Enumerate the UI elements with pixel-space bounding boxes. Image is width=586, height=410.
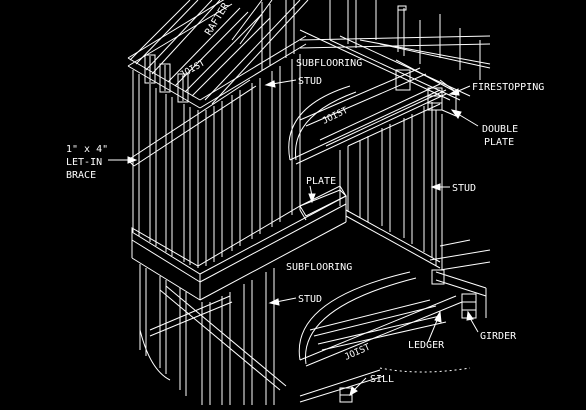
brace-label-line3: BRACE [66, 170, 96, 181]
brace-label-line2: LET-IN [66, 157, 102, 168]
brace-label-line1: 1" x 4" [66, 144, 108, 155]
stud-top-label: STUD [298, 76, 322, 87]
lower-left-wall-studs [139, 264, 287, 405]
plate [299, 185, 347, 221]
stud-mid-label: STUD [298, 294, 322, 305]
subflooring-mid-label: SUBFLOORING [286, 262, 352, 273]
double-plate-label-line2: PLATE [484, 137, 514, 148]
upper-left-wall-studs [132, 0, 301, 268]
subflooring-top-label: SUBFLOORING [296, 58, 362, 69]
plate-label: PLATE [306, 176, 336, 187]
ledger-label: LEDGER [408, 340, 445, 351]
double-plate-label-line1: DOUBLE [482, 124, 518, 135]
middle-floor-band [131, 189, 347, 301]
lower-floor-framing [139, 239, 491, 403]
rafters [127, 0, 309, 109]
upper-right-wall-studs [299, 0, 491, 101]
firestopping-label: FIRESTOPPING [472, 82, 544, 93]
leader-lines [108, 79, 479, 397]
framing-linework [108, 0, 491, 405]
sill-label: SILL [370, 374, 394, 385]
stud-right-label: STUD [452, 183, 476, 194]
upper-joists [288, 67, 457, 165]
girder-label: GIRDER [480, 331, 517, 342]
right-wall-studs [339, 102, 443, 270]
